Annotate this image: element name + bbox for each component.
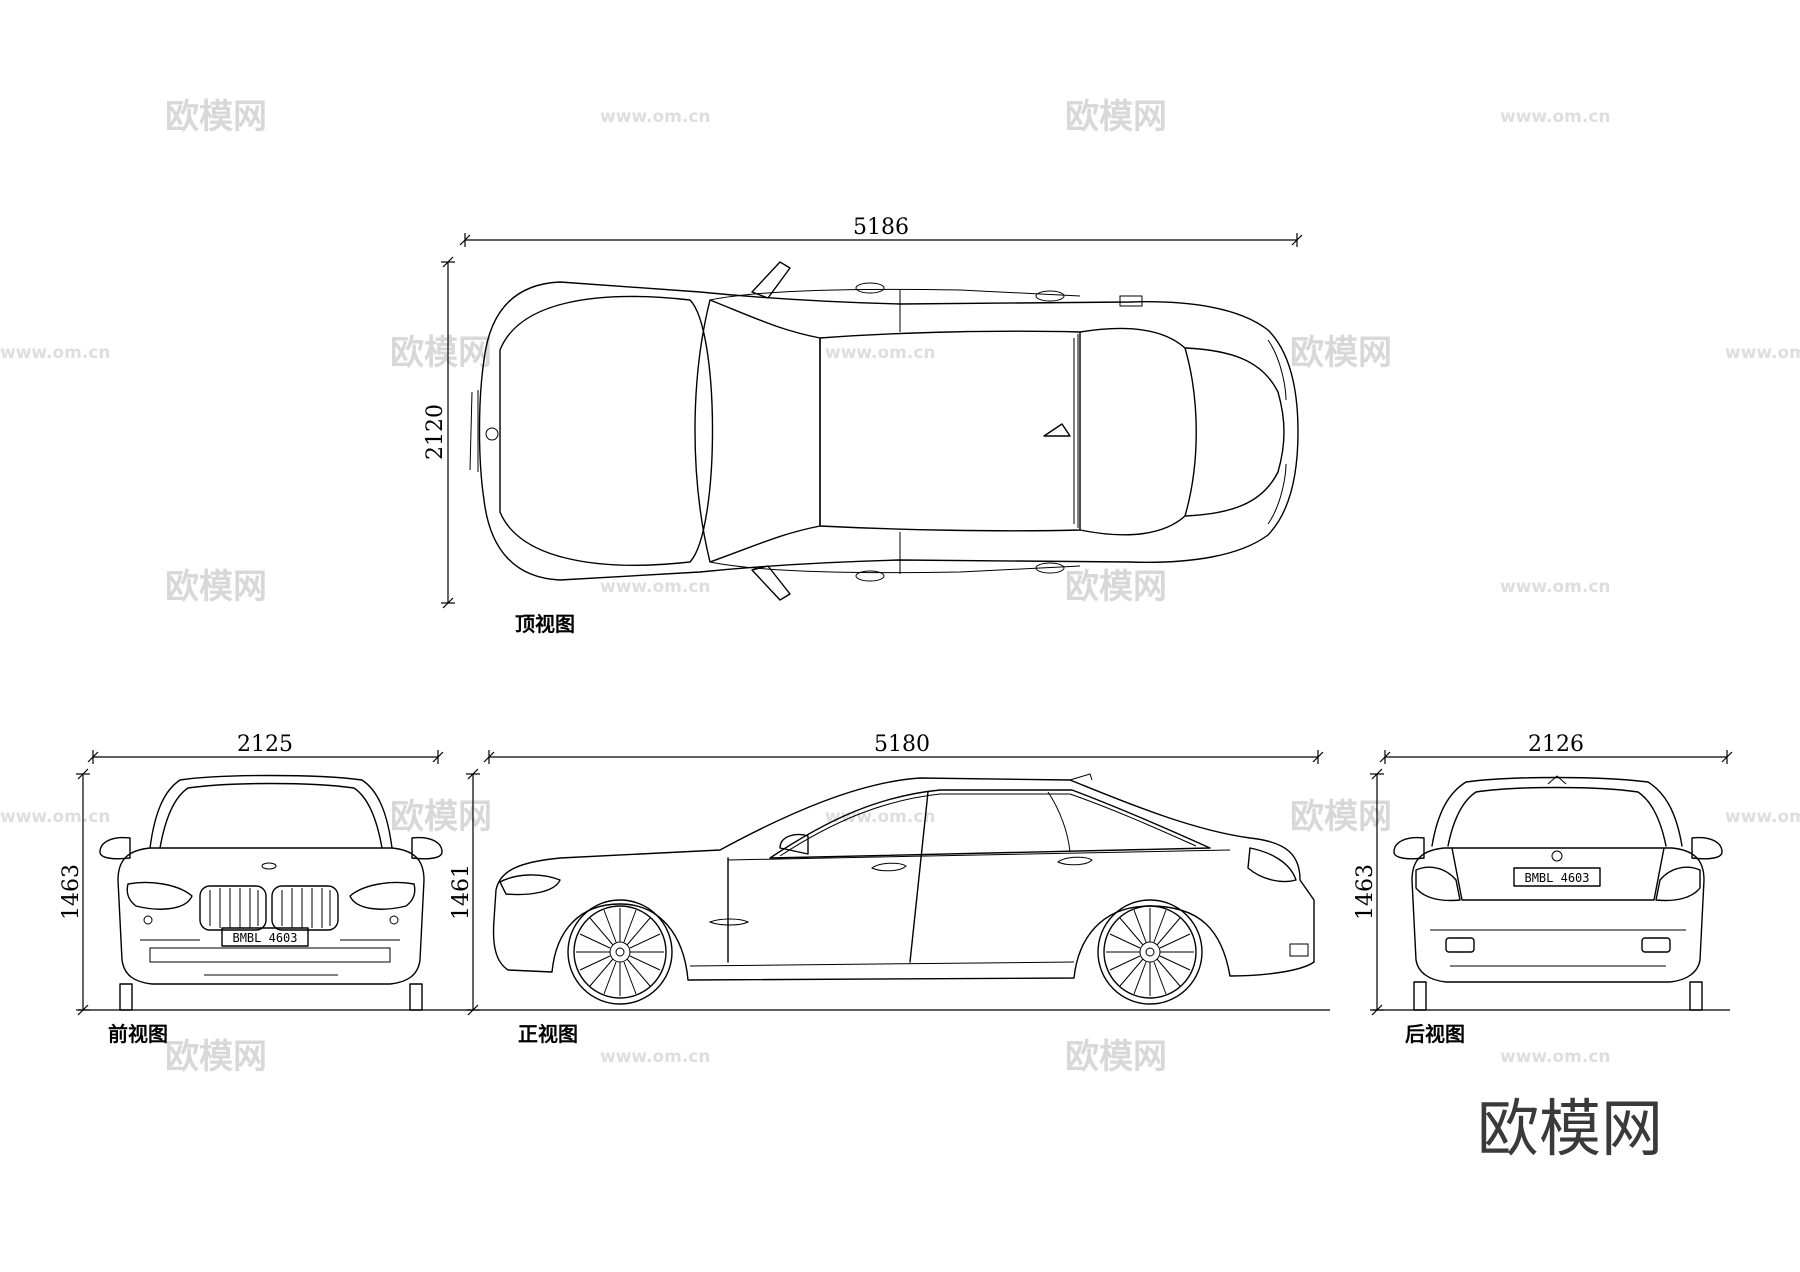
watermark-text: 欧模网: [1290, 797, 1392, 837]
front-width-dimension: 2125: [87, 732, 444, 764]
left-mirror: [751, 261, 791, 299]
rear-height-value: 1463: [1353, 864, 1378, 920]
right-mirror: [751, 565, 791, 601]
front-left-tire: [119, 983, 133, 1011]
rear-right-exhaust: [1641, 937, 1671, 953]
front-height-value: 1463: [59, 864, 84, 920]
watermark-text: 欧模网: [390, 333, 492, 373]
top-width-value: 2120: [423, 404, 448, 460]
rear-license-plate: [1513, 867, 1601, 887]
watermark-url: www.om.cn: [1500, 577, 1611, 597]
watermark-text: 欧模网: [165, 1037, 267, 1077]
rear-left-tire: [1413, 981, 1427, 1011]
front-right-mirror: [411, 836, 443, 860]
watermark-url: www.om.cn: [600, 1047, 711, 1067]
watermark-url: www.om.cn: [1725, 343, 1800, 363]
front-wheel: [567, 899, 673, 1005]
rear-view-label: 后视图: [1405, 1022, 1465, 1046]
front-view: 2125 1463: [59, 732, 470, 1046]
watermark-text: 欧模网: [1065, 567, 1167, 607]
watermark-url: www.om.cn: [825, 343, 936, 363]
rear-plate-text: BMBL 4603: [1524, 871, 1589, 885]
side-view-label: 正视图: [518, 1022, 578, 1046]
watermark-url: www.om.cn: [0, 343, 111, 363]
front-left-headlight: [126, 881, 193, 910]
watermark-text: 欧模网: [165, 97, 267, 137]
side-car-outline: [492, 773, 1315, 1005]
rear-view: 2126 1463 BMBL 4603: [1353, 732, 1733, 1046]
side-length-dimension: 5180: [483, 732, 1324, 764]
rear-right-mirror: [1691, 836, 1723, 860]
top-view-label: 顶视图: [515, 612, 575, 636]
side-length-value: 5180: [874, 732, 930, 757]
top-view: 5186 2120: [423, 215, 1303, 636]
watermark-url: www.om.cn: [1500, 107, 1611, 127]
watermark-text: 欧模网: [390, 797, 492, 837]
front-emblem-icon: [261, 862, 277, 870]
top-length-dimension: 5186: [459, 215, 1303, 247]
rear-emblem-icon: [1551, 850, 1563, 862]
rear-left-mirror: [1393, 836, 1425, 860]
top-length-value: 5186: [853, 215, 909, 240]
watermark-url: www.om.cn: [0, 807, 111, 827]
watermark-text: 欧模网: [1065, 1037, 1167, 1077]
side-height-dimension: 1461: [449, 768, 480, 1016]
front-view-label: 前视图: [108, 1022, 168, 1046]
side-height-value: 1461: [449, 864, 474, 920]
top-width-dimension: 2120: [423, 256, 455, 609]
left-kidney-grille: [199, 885, 267, 931]
watermark-url: www.om.cn: [600, 107, 711, 127]
front-door-handle: [871, 862, 907, 872]
rear-right-taillight: [1655, 866, 1701, 902]
watermark-text: 欧模网: [1065, 97, 1167, 137]
side-mirror: [779, 833, 809, 855]
front-car-outline: BMBL 4603: [99, 774, 443, 1011]
front-license-plate: [221, 927, 309, 947]
rear-wheel: [1097, 899, 1203, 1005]
front-plate-text: BMBL 4603: [232, 931, 297, 945]
rear-width-value: 2126: [1528, 732, 1584, 757]
side-view: 5180 1461: [449, 732, 1330, 1046]
watermark-url: www.om.cn: [1725, 807, 1800, 827]
rear-left-exhaust: [1445, 937, 1475, 953]
top-car-outline: [469, 261, 1299, 601]
front-left-mirror: [99, 836, 131, 860]
front-right-headlight: [349, 881, 416, 910]
front-height-dimension: 1463: [59, 768, 90, 1016]
watermark-url: www.om.cn: [1500, 1047, 1611, 1067]
front-width-value: 2125: [237, 732, 293, 757]
rear-height-dimension: 1463: [1353, 768, 1384, 1016]
side-headlight: [499, 874, 561, 896]
rear-left-taillight: [1415, 866, 1461, 902]
side-taillight: [1247, 847, 1297, 883]
rear-width-dimension: 2126: [1379, 732, 1733, 764]
front-right-tire: [409, 983, 423, 1011]
brand-logo: 欧模网: [1477, 1092, 1663, 1165]
watermark-layer: 欧模网 www.om.cn 欧模网 www.om.cn www.om.cn 欧模…: [0, 97, 1800, 1077]
watermark-url: www.om.cn: [600, 577, 711, 597]
rear-door-handle: [1057, 856, 1093, 866]
rear-car-outline: BMBL 4603: [1393, 775, 1723, 1011]
rear-right-tire: [1689, 981, 1703, 1011]
right-kidney-grille: [271, 885, 339, 931]
watermark-text: 欧模网: [1290, 333, 1392, 373]
watermark-text: 欧模网: [165, 567, 267, 607]
hood-emblem-icon: [485, 427, 499, 441]
